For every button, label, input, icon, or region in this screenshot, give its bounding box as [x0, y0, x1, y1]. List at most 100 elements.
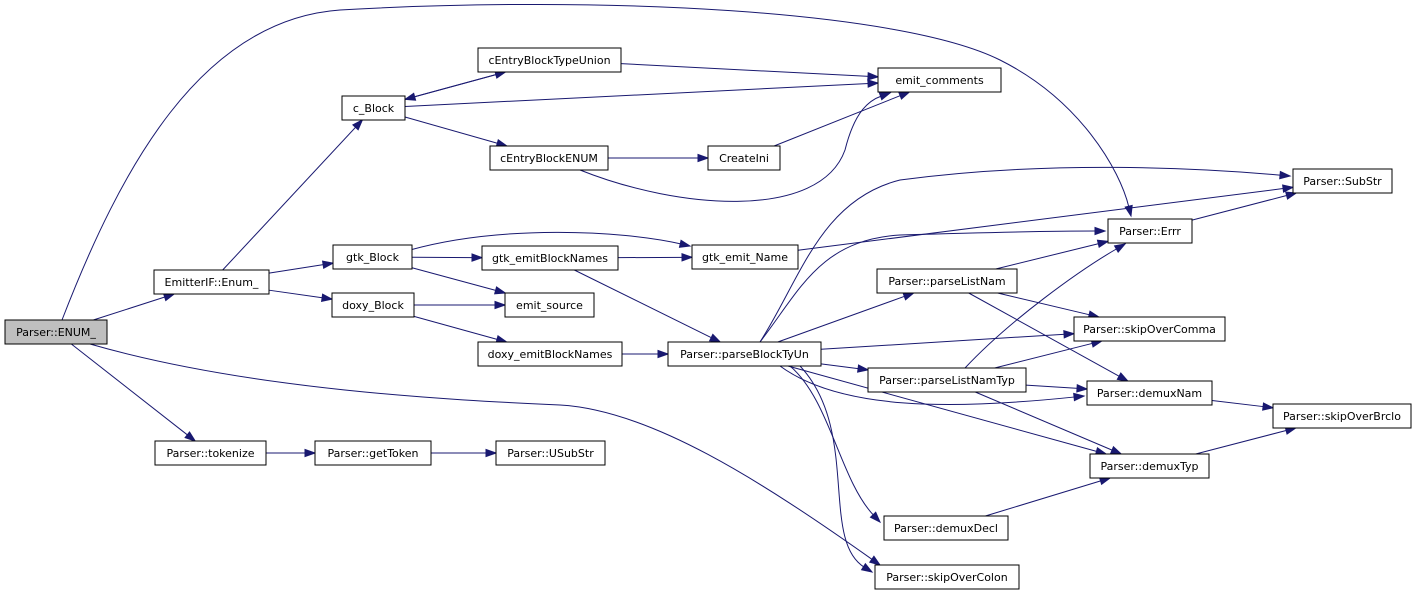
- node-label: gtk_emitBlockNames: [492, 252, 608, 265]
- edge-parseblocktyun-to-errr: [759, 226, 1107, 343]
- edge-enum_-to-tokenize: [71, 343, 197, 442]
- node-parselistnam[interactable]: Parser::parseListNam: [876, 268, 1018, 294]
- node-label: c_Block: [353, 102, 395, 115]
- edge-enum_-to-emitterif_enum: [93, 293, 176, 321]
- node-label: Parser::skipOverBrclo: [1283, 410, 1401, 423]
- node-box: [1292, 168, 1393, 194]
- node-substr[interactable]: Parser::SubStr: [1292, 168, 1393, 194]
- edge-parseblocktyun-to-skipovercomma: [820, 330, 1076, 350]
- node-skipoverbrclo[interactable]: Parser::skipOverBrclo: [1272, 403, 1412, 429]
- node-box: [481, 245, 619, 271]
- node-label: gtk_Block: [346, 251, 400, 264]
- node-centry-enum[interactable]: cEntryBlockENUM: [489, 145, 609, 171]
- node-demuxdecl[interactable]: Parser::demuxDecl: [883, 515, 1009, 541]
- node-label: Parser::demuxNam: [1097, 387, 1202, 400]
- node-usubstr[interactable]: Parser::USubStr: [495, 440, 606, 466]
- node-label: Parser::parseListNam: [888, 275, 1005, 288]
- node-c-block[interactable]: c_Block: [341, 95, 406, 121]
- edge-gettoken-to-usubstr: [431, 448, 498, 458]
- node-demuxnam[interactable]: Parser::demuxNam: [1086, 380, 1213, 406]
- node-box: [867, 367, 1027, 393]
- edge-c_block-to-centry_enum: [404, 116, 509, 148]
- node-parselistnamtyp[interactable]: Parser::parseListNamTyp: [867, 367, 1027, 393]
- edge-emitterif_enum-to-doxy_block: [268, 289, 334, 302]
- node-doxy-emitblocknames[interactable]: doxy_emitBlockNames: [477, 341, 623, 367]
- edge-centry_union-to-c_block: [403, 71, 506, 101]
- node-label: Parser::demuxDecl: [894, 522, 998, 535]
- node-box: [477, 341, 623, 367]
- node-skipovercolon[interactable]: Parser::skipOverColon: [874, 564, 1020, 590]
- node-box: [1089, 453, 1210, 479]
- node-label: Parser::USubStr: [507, 447, 594, 460]
- node-gtk-block[interactable]: gtk_Block: [332, 244, 413, 270]
- node-layer: Parser::ENUM_ EmitterIF::Enum_Parser::tok…: [4, 47, 1412, 590]
- node-label: Parser::Errr: [1119, 225, 1181, 238]
- node-label: CreateIni: [719, 152, 769, 165]
- node-box: [1073, 316, 1226, 342]
- node-box: [707, 145, 781, 171]
- node-label: emit_source: [516, 299, 583, 312]
- node-box: [1107, 218, 1193, 244]
- node-emit-comments[interactable]: emit_comments: [877, 67, 1002, 93]
- node-emitterif-enum[interactable]: EmitterIF::Enum_: [153, 269, 270, 295]
- node-skipovercomma[interactable]: Parser::skipOverComma: [1073, 316, 1226, 342]
- node-createini[interactable]: CreateIni: [707, 145, 781, 171]
- node-label: gtk_emit_Name: [702, 251, 788, 264]
- node-box: [876, 268, 1018, 294]
- node-box: [332, 244, 413, 270]
- node-doxy-block[interactable]: doxy_Block: [331, 292, 415, 318]
- node-gtk-emit-name[interactable]: gtk_emit_Name: [691, 244, 799, 270]
- node-label: Parser::parseListNamTyp: [879, 374, 1015, 387]
- edge-parselistnamtyp-to-skipovercomma: [994, 339, 1104, 369]
- edge-enum_-to-skipovercolon: [89, 343, 882, 566]
- node-parseblocktyun[interactable]: Parser::parseBlockTyUn: [667, 341, 822, 367]
- edge-doxy_emitblocknames-to-parseblocktyun: [622, 349, 670, 359]
- edge-parselistnam-to-skipovercomma: [997, 292, 1101, 319]
- node-label: Parser::demuxTyp: [1100, 460, 1198, 473]
- edge-tokenize-to-gettoken: [266, 448, 317, 458]
- edge-centry_union-to-emit_comments: [620, 63, 880, 81]
- node-box: [489, 145, 609, 171]
- edge-parseblocktyun-to-skipovercolon: [799, 365, 874, 573]
- node-label: Parser::skipOverComma: [1083, 323, 1216, 336]
- edge-doxy_block-to-emit_source: [414, 300, 507, 310]
- node-box: [691, 244, 799, 270]
- node-errr[interactable]: Parser::Errr: [1107, 218, 1193, 244]
- node-box: [4, 319, 108, 345]
- edge-errr-to-substr: [1191, 191, 1298, 221]
- edge-createini-to-emit_comments: [773, 91, 911, 147]
- node-box: [314, 440, 432, 466]
- node-label: Parser::skipOverColon: [886, 571, 1007, 584]
- node-box: [153, 269, 270, 295]
- node-label: cEntryBlockTypeUnion: [488, 54, 610, 67]
- node-label: EmitterIF::Enum_: [165, 276, 259, 289]
- node-box: [877, 67, 1002, 93]
- edge-c_block-to-emit_comments: [404, 79, 880, 107]
- node-box: [477, 47, 622, 73]
- node-demuxtyp[interactable]: Parser::demuxTyp: [1089, 453, 1210, 479]
- node-enum-[interactable]: Parser::ENUM_: [4, 319, 108, 345]
- edge-parseblocktyun-to-substr: [759, 166, 1292, 343]
- node-label: Parser::parseBlockTyUn: [680, 348, 809, 361]
- node-label: Parser::tokenize: [167, 447, 255, 460]
- node-label: doxy_emitBlockNames: [488, 348, 613, 361]
- node-label: emit_comments: [895, 74, 984, 87]
- node-label: Parser::ENUM_: [16, 326, 96, 339]
- edge-gtk_emit_name-to-substr: [797, 184, 1295, 251]
- node-box: [504, 292, 595, 318]
- node-emit-source[interactable]: emit_source: [504, 292, 595, 318]
- edge-demuxnam-to-skipoverbrclo: [1211, 399, 1275, 411]
- edge-gtk_block-to-gtk_emitblocknames: [411, 253, 484, 262]
- node-box: [341, 95, 406, 121]
- edge-gtk_emitblocknames-to-parseblocktyun: [574, 269, 722, 343]
- node-tokenize[interactable]: Parser::tokenize: [154, 440, 267, 466]
- node-gtk-emitblocknames[interactable]: gtk_emitBlockNames: [481, 245, 619, 271]
- node-box: [874, 564, 1020, 590]
- edge-centry_enum-to-createini: [608, 153, 710, 163]
- node-gettoken[interactable]: Parser::getToken: [314, 440, 432, 466]
- edge-demuxtyp-to-skipoverbrclo: [1195, 426, 1298, 455]
- edge-parselistnam-to-errr: [995, 239, 1110, 270]
- node-centry-union[interactable]: cEntryBlockTypeUnion: [477, 47, 622, 73]
- node-label: cEntryBlockENUM: [500, 152, 598, 165]
